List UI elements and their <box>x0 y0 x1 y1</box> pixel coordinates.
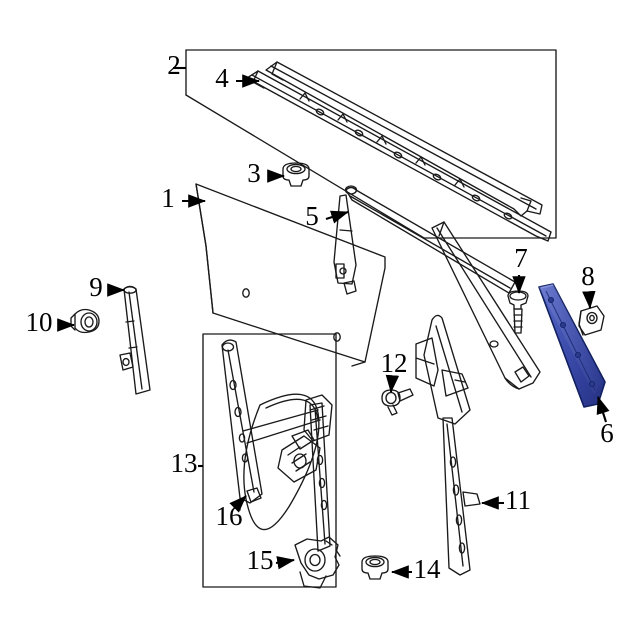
front-division-channel <box>119 285 151 395</box>
callout-label-3: 3 <box>247 158 261 188</box>
leader-12 <box>385 374 400 394</box>
window-motor <box>294 536 341 589</box>
callout-label-6: 6 <box>600 418 614 448</box>
door-window-glass <box>195 183 386 367</box>
callout-label-7: 7 <box>514 243 528 273</box>
applique-reinforcement <box>538 283 606 408</box>
run-channel-bracket <box>333 185 516 295</box>
callout-label-16: 16 <box>216 501 243 531</box>
inner-belt-weatherstrip <box>246 70 552 242</box>
callout-label-1: 1 <box>161 183 175 213</box>
window-regulator-assembly <box>221 339 333 552</box>
window-run-channel <box>431 221 541 390</box>
callout-label-15: 15 <box>247 545 274 575</box>
grommet-nut-lower <box>70 308 100 334</box>
callout-label-11: 11 <box>505 485 531 515</box>
leader-16 <box>229 495 247 513</box>
retainer-clip <box>578 305 605 336</box>
leader-6 <box>596 395 610 423</box>
callout-label-14: 14 <box>414 554 442 584</box>
outer-belt-molding <box>265 61 543 217</box>
upper-belt-molding-group-frame <box>185 49 557 239</box>
leader-15 <box>275 556 296 570</box>
push-pin-retainer <box>381 388 414 416</box>
callout-label-5: 5 <box>305 201 319 231</box>
leader-8 <box>582 290 596 310</box>
leader-5 <box>325 210 350 224</box>
grommet-nut-upper <box>282 162 310 187</box>
grommet-nut-bottom <box>361 555 389 580</box>
callout-numbers: 1 2 3 4 5 6 7 8 9 10 11 12 13 14 15 16 <box>26 50 614 584</box>
rear-guide-channel <box>415 314 481 576</box>
window-regulator-assembly-frame <box>202 333 337 588</box>
callout-label-9: 9 <box>89 272 103 302</box>
callout-label-13: 13 <box>171 448 198 478</box>
callout-label-8: 8 <box>581 261 595 291</box>
callout-label-2: 2 <box>167 50 181 80</box>
callout-label-4: 4 <box>215 63 229 93</box>
callout-leaders <box>57 66 610 579</box>
callout-label-10: 10 <box>26 307 53 337</box>
callout-label-12: 12 <box>381 348 408 378</box>
